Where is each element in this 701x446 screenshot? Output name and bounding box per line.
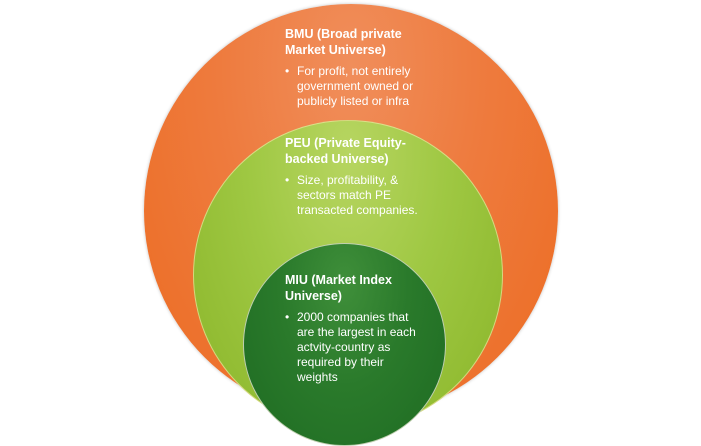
peu-bullet-line-1: Size, profitability, & (297, 173, 399, 187)
bmu-title-line-1: BMU (Broad private (285, 27, 402, 41)
miu-text-block: MIU (Market Index Universe) 2000 compani… (285, 272, 435, 385)
universe-diagram: BMU (Broad private Market Universe) For … (0, 0, 701, 423)
bmu-title: BMU (Broad private Market Universe) (285, 26, 435, 58)
miu-bullet-line-1: 2000 companies that (297, 310, 409, 324)
bmu-bullet-line-3: publicly listed or infra (297, 94, 410, 108)
peu-bullet-line-2: sectors match PE (297, 188, 392, 202)
miu-bullet-list: 2000 companies that are the largest in e… (285, 310, 435, 385)
peu-text-block: PEU (Private Equity- backed Universe) Si… (285, 135, 435, 218)
miu-title-line-1: MIU (Market Index (285, 273, 392, 287)
miu-bullet-line-3: actvity-country as (297, 340, 391, 354)
miu-title-line-2: Universe) (285, 289, 342, 303)
miu-bullet: 2000 companies that are the largest in e… (285, 310, 435, 385)
peu-title: PEU (Private Equity- backed Universe) (285, 135, 435, 167)
bmu-text-block: BMU (Broad private Market Universe) For … (285, 26, 435, 109)
peu-bullet-line-3: transacted companies. (297, 203, 418, 217)
peu-title-line-2: backed Universe) (285, 152, 389, 166)
bmu-bullet-line-2: government owned or (297, 79, 414, 93)
bmu-bullet-list: For profit, not entirely government owne… (285, 64, 435, 109)
bmu-title-line-2: Market Universe) (285, 43, 386, 57)
peu-bullet-list: Size, profitability, & sectors match PE … (285, 173, 435, 218)
miu-bullet-line-5: weights (297, 370, 338, 384)
miu-bullet-line-2: are the largest in each (297, 325, 416, 339)
miu-bullet-line-4: required by their (297, 355, 384, 369)
miu-title: MIU (Market Index Universe) (285, 272, 435, 304)
bmu-bullet: For profit, not entirely government owne… (285, 64, 435, 109)
peu-title-line-1: PEU (Private Equity- (285, 136, 406, 150)
peu-bullet: Size, profitability, & sectors match PE … (285, 173, 435, 218)
bmu-bullet-line-1: For profit, not entirely (297, 64, 411, 78)
